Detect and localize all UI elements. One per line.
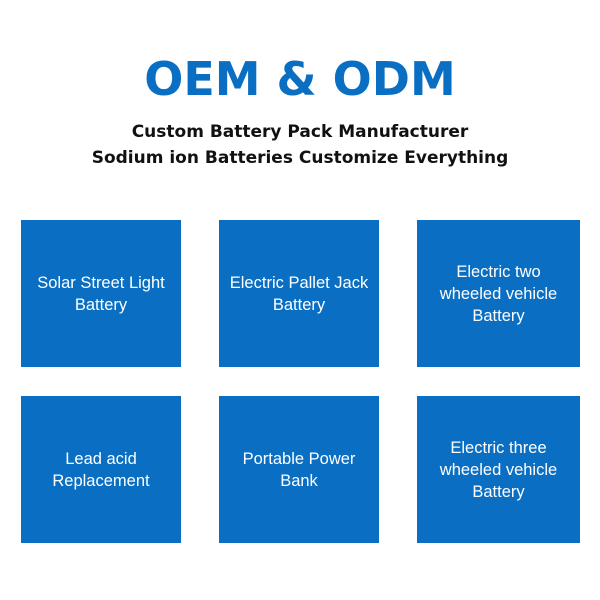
card-lead-acid: Lead acid Replacement — [21, 396, 181, 543]
card-label: Electric Pallet Jack Battery — [229, 273, 369, 314]
card-electric-pallet-jack: Electric Pallet Jack Battery — [219, 220, 379, 367]
card-electric-two-wheeled: Electric two wheeled vehicle Battery — [417, 220, 580, 367]
card-label: Lead acid Replacement — [52, 449, 150, 490]
card-electric-three-wheeled: Electric three wheeled vehicle Battery — [417, 396, 580, 543]
card-label: Portable Power Bank — [242, 449, 356, 490]
subtitle-manufacturer: Custom Battery Pack Manufacturer — [131, 122, 469, 142]
page-title: OEM & ODM — [144, 52, 456, 106]
subtitle-sodium: Sodium ion Batteries Customize Everythin… — [91, 148, 509, 168]
card-solar-street-light: Solar Street Light Battery — [21, 220, 181, 367]
card-label: Solar Street Light Battery — [37, 273, 165, 314]
card-label: Electric two wheeled vehicle Battery — [439, 262, 558, 325]
card-portable-power-bank: Portable Power Bank — [219, 396, 379, 543]
card-label: Electric three wheeled vehicle Battery — [439, 438, 558, 501]
